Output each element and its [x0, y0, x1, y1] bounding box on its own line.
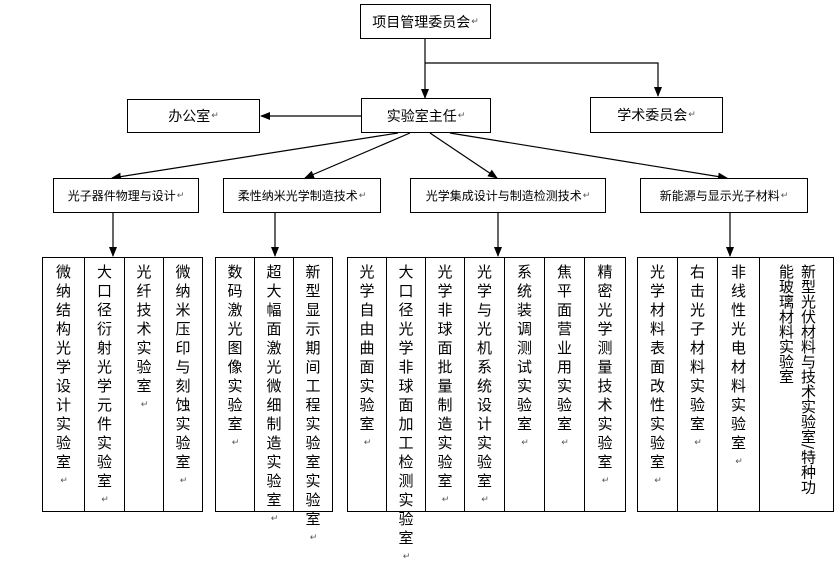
lab-label: 非线性光电材料实验室↵ — [718, 263, 759, 511]
return-mark: ↵ — [231, 438, 240, 448]
lab-column: 光学非球面批量制造实验室↵ — [425, 257, 465, 512]
division-label-2: 柔性纳米光学制造技术 — [237, 189, 358, 203]
lab-column: 微纳米压印与刻蚀实验室↵ — [163, 257, 203, 512]
return-mark: ↵ — [363, 438, 372, 448]
lab-label: 微纳米压印与刻蚀实验室↵ — [164, 263, 202, 511]
connector-lines — [109, 39, 734, 257]
lab-column: 大口径衍射光学元件实验室↵ — [84, 257, 125, 512]
line-director-to-div3 — [429, 132, 498, 179]
lab-column: 新型光伏材料与技术实验室/特种功能玻璃材料实验室 — [759, 257, 834, 512]
lab-column: 数码激光图像实验室↵ — [215, 257, 255, 512]
lab-label: 光学与光机系统设计实验室↵ — [465, 263, 504, 511]
return-mark: ↵ — [735, 457, 743, 467]
division-label-3: 光学集成设计与制造检测技术 — [425, 189, 582, 203]
return-mark: ↵ — [358, 190, 367, 201]
lab-label: 数码激光图像实验室↵ — [216, 263, 254, 511]
division-box-4: 新能源与显示光子材料↵ — [640, 178, 808, 213]
lab-column: 新型显示期间工程实验室实验室↵ — [293, 257, 333, 543]
lab-column: 超大幅面激光微细制造实验室↵ — [254, 257, 294, 524]
lab-column: 焦平面营业用实验室↵ — [544, 257, 585, 512]
return-mark: ↵ — [140, 400, 149, 410]
return-mark: ↵ — [402, 552, 411, 562]
return-mark: ↵ — [471, 16, 479, 27]
lab-director-box: 实验室主任↵ — [361, 98, 491, 133]
return-mark: ↵ — [780, 190, 789, 201]
return-mark: ↵ — [309, 533, 318, 543]
division-box-3: 光学集成设计与制造检测技术↵ — [410, 178, 606, 213]
lab-director-label: 实验室主任 — [386, 108, 457, 125]
lab-column: 非线性光电材料实验室↵ — [717, 257, 760, 512]
office-box: 办公室↵ — [127, 99, 260, 133]
line-top-to-academic — [425, 62, 662, 97]
lab-column: 光学材料表面改性实验室↵ — [637, 257, 678, 512]
line-director-to-div2 — [304, 132, 411, 179]
division-label-1: 光子器件物理与设计 — [67, 189, 176, 203]
lab-column: 光学自由曲面实验室↵ — [347, 257, 387, 512]
line-director-to-div4 — [449, 132, 728, 181]
return-mark: ↵ — [211, 111, 219, 121]
office-label: 办公室 — [168, 109, 211, 125]
return-mark: ↵ — [694, 438, 702, 448]
lab-column: 精密光学测量技术实验室↵ — [584, 257, 626, 512]
lab-column: 光学与光机系统设计实验室↵ — [464, 257, 505, 512]
lab-label: 大口径光学非球面加工检测实验室↵ — [387, 263, 425, 562]
lab-label: 光学自由曲面实验室↵ — [348, 263, 386, 511]
return-mark: ↵ — [582, 190, 591, 201]
lab-label: 系统装调测试实验室↵ — [505, 263, 544, 511]
return-mark: ↵ — [179, 476, 188, 486]
lab-label: 超大幅面激光微细制造实验室↵ — [255, 263, 293, 524]
lab-label: 右击光子材料实验室↵ — [678, 263, 717, 511]
lab-column: 微纳结构光学设计实验室↵ — [42, 257, 85, 512]
division-box-2: 柔性纳米光学制造技术↵ — [223, 178, 381, 213]
division-label-4: 新能源与显示光子材料 — [659, 189, 780, 203]
lab-label: 精密光学测量技术实验室↵ — [585, 263, 625, 511]
division-box-1: 光子器件物理与设计↵ — [53, 178, 199, 213]
project-committee-box: 项目管理委员会↵ — [360, 4, 491, 39]
lab-label: 新型显示期间工程实验室实验室↵ — [294, 263, 332, 543]
return-mark: ↵ — [688, 110, 696, 120]
return-mark: ↵ — [481, 495, 489, 505]
return-mark: ↵ — [441, 495, 450, 505]
lab-label-wide: 新型光伏材料与技术实验室/特种功能玻璃材料实验室 — [777, 264, 817, 495]
return-mark: ↵ — [270, 514, 279, 524]
lab-column: 大口径光学非球面加工检测实验室↵ — [386, 257, 426, 562]
academic-committee-box: 学术委员会↵ — [590, 97, 723, 133]
return-mark: ↵ — [176, 190, 185, 201]
lab-column: 光纤技术实验室↵ — [124, 257, 164, 512]
lab-column: 右击光子材料实验室↵ — [677, 257, 718, 512]
return-mark: ↵ — [561, 438, 569, 448]
lab-label: 光纤技术实验室↵ — [125, 263, 163, 511]
lab-label: 微纳结构光学设计实验室↵ — [43, 263, 84, 511]
lab-label: 大口径衍射光学元件实验室↵ — [85, 263, 124, 511]
line-director-to-div1 — [111, 132, 399, 181]
lab-column: 系统装调测试实验室↵ — [504, 257, 545, 512]
academic-committee-label: 学术委员会 — [617, 108, 688, 124]
return-mark: ↵ — [60, 476, 68, 486]
project-committee-label: 项目管理委员会 — [372, 14, 471, 31]
lab-label: 光学材料表面改性实验室↵ — [638, 263, 677, 511]
return-mark: ↵ — [654, 476, 662, 486]
return-mark: ↵ — [457, 110, 466, 121]
return-mark: ↵ — [601, 476, 610, 486]
lab-label: 焦平面营业用实验室↵ — [545, 263, 584, 511]
return-mark: ↵ — [101, 495, 109, 505]
return-mark: ↵ — [521, 438, 529, 448]
lab-label: 光学非球面批量制造实验室↵ — [426, 263, 464, 511]
